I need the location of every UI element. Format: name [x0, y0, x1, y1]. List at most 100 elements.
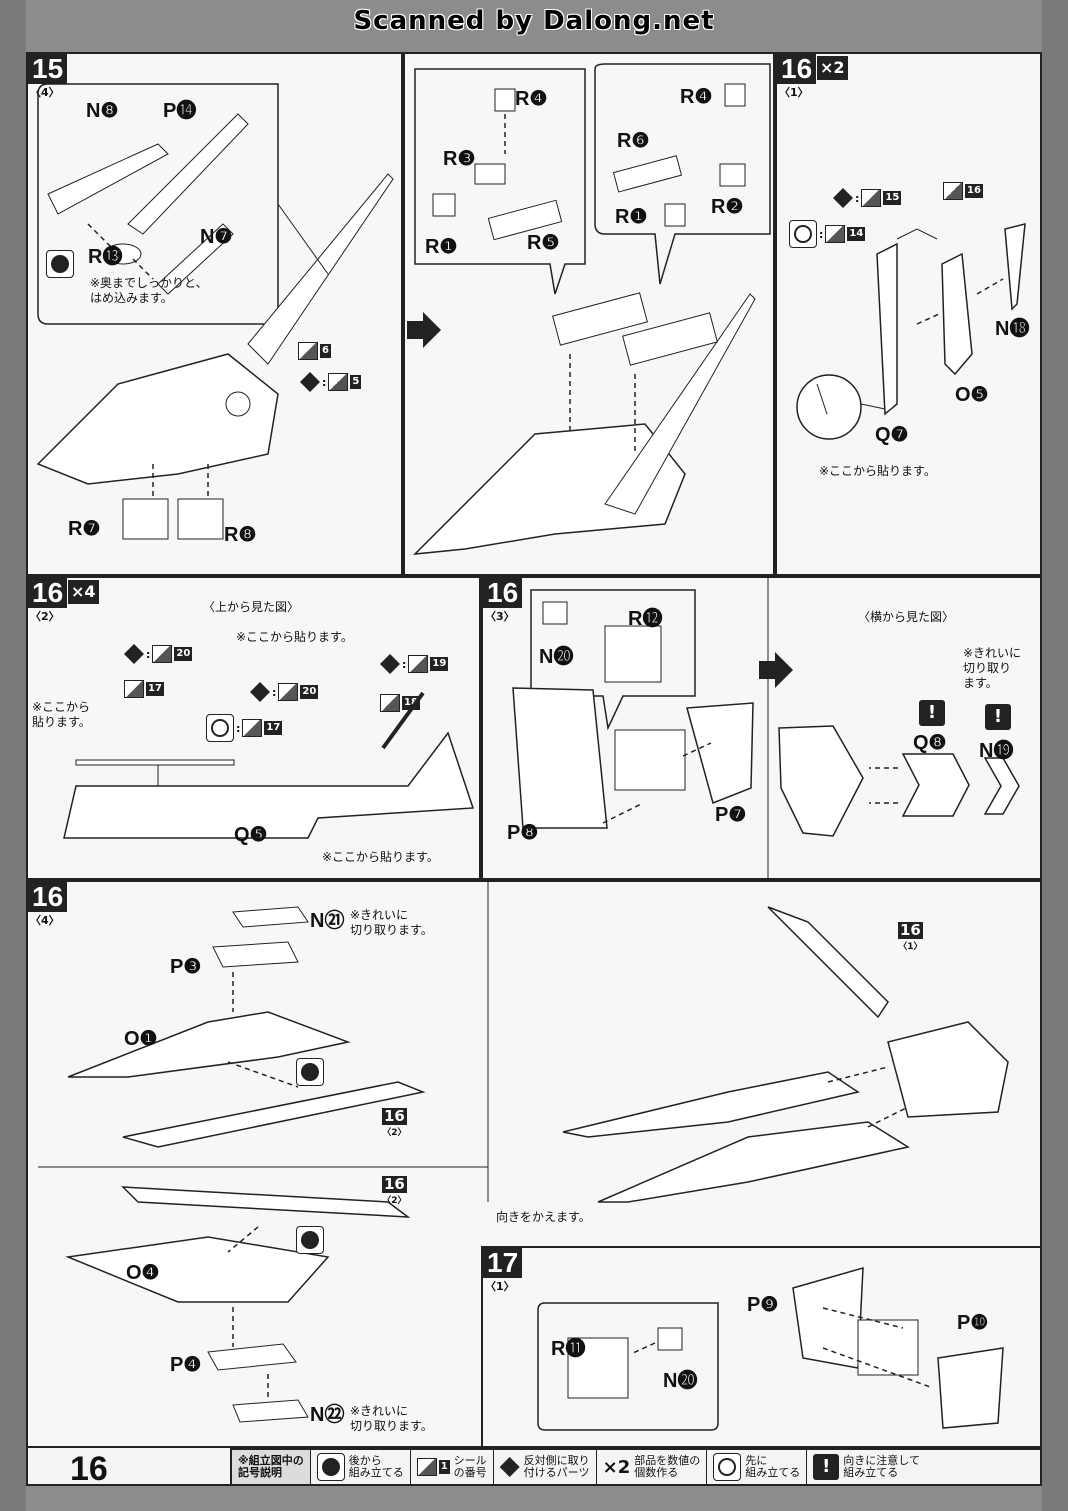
- sticker-icon: 1: [416, 1458, 450, 1476]
- part-label: R❻: [617, 130, 650, 152]
- sticker-ref-flip: :15: [833, 188, 902, 208]
- step-16-1-panel: 16 ×2 〈1〉 :15 16 :14 N⓲ O❺ Q❼ ※ここから貼ります。: [775, 52, 1042, 576]
- step-16-2-drawing: [63, 691, 475, 839]
- part-label: Q❺: [234, 824, 268, 846]
- next-arrow-icon: [407, 312, 441, 348]
- part-label: P❼: [715, 804, 747, 826]
- warning-icon: !: [919, 700, 945, 726]
- part-label: O❺: [955, 384, 989, 406]
- sticker-ref-front: :17: [206, 714, 283, 742]
- assembly-note: ※ここから貼ります。: [322, 850, 439, 864]
- part-label: R❽: [224, 524, 257, 546]
- part-label: R⓫: [551, 1338, 586, 1360]
- multiply-badge: ×2: [817, 56, 848, 80]
- step-sub: 〈1〉: [779, 86, 809, 99]
- legend-head: ※組立図中の 記号説明: [232, 1450, 311, 1484]
- sticker-ref-flip: :19: [380, 654, 449, 674]
- part-label: N❽: [86, 100, 119, 122]
- step-ref: 16〈2〉: [382, 1107, 407, 1138]
- step-16-4-drawing: [38, 882, 1009, 1423]
- warning-icon: !: [813, 1454, 840, 1480]
- step-15b-drawing: [412, 63, 771, 555]
- step-15-4-panel: 15 〈4〉 N❽ P⓮ N❼ R⓭ ※奥までしっかりと、 はめ込みます。 6 …: [26, 52, 403, 576]
- part-label: N⓴: [539, 646, 574, 668]
- assembly-note: ※ここから貼ります。: [236, 630, 353, 644]
- view-note: 〈横から見た図〉: [858, 610, 955, 624]
- part-label: R❶: [425, 236, 458, 258]
- part-label: N⓴: [663, 1370, 698, 1392]
- legend-item: 1 シール の番号: [411, 1450, 494, 1484]
- step-16-3-drawing: [512, 578, 1020, 878]
- scan-credit: Scanned by Dalong.net: [353, 6, 715, 36]
- step-sub: 〈3〉: [485, 610, 515, 623]
- legend-item: ! 向きに注意して 組み立てる: [807, 1450, 926, 1484]
- part-label: P❾: [747, 1294, 779, 1316]
- back-assemble-icon: [296, 1226, 324, 1254]
- part-label: N㉒: [310, 1404, 345, 1426]
- part-label: N⓲: [995, 318, 1030, 340]
- step-number: 16: [777, 54, 817, 84]
- assembly-note: ※きれいに 切り取ります。: [350, 908, 433, 937]
- part-label: R❼: [68, 518, 101, 540]
- legend-item: 反対側に取り 付けるパーツ: [494, 1450, 597, 1484]
- turn-note: 向きをかえます。: [496, 1210, 591, 1224]
- step-16-2-panel: 16 ×4 〈2〉 〈上から見た図〉 ※ここから貼ります。 ※ここから 貼ります…: [26, 576, 481, 880]
- part-label: O❹: [126, 1262, 160, 1284]
- sticker-ref-flip: :20: [250, 682, 319, 702]
- part-label: Q❼: [875, 424, 909, 446]
- step-17-1-panel: 17 〈1〉 P❾ P❿ R⓫ N⓴: [481, 1246, 1042, 1448]
- assembly-note: ※きれいに 切り取り ます。: [963, 646, 1022, 690]
- assembly-note: ※奥までしっかりと、 はめ込みます。: [90, 276, 208, 305]
- warning-icon: !: [985, 704, 1011, 730]
- part-label: O❶: [124, 1028, 158, 1050]
- part-label: R⓭: [88, 246, 123, 268]
- step-sub: 〈1〉: [485, 1280, 515, 1293]
- back-assemble-icon: [296, 1058, 324, 1086]
- sticker-ref-front: :14: [789, 220, 866, 248]
- flip-icon: [499, 1457, 520, 1477]
- step-number: 15: [28, 54, 68, 84]
- next-arrow-icon: [759, 652, 793, 688]
- front-assemble-icon: [713, 1453, 742, 1481]
- assembly-note: ※ここから貼ります。: [819, 464, 936, 478]
- multiply-icon: ×2: [602, 1456, 631, 1478]
- page-number: 16: [70, 1450, 108, 1488]
- part-label: Q❽: [913, 732, 947, 754]
- back-assemble-icon: [316, 1453, 345, 1481]
- sticker-ref-flip: :5: [300, 372, 362, 392]
- part-label: P❸: [170, 956, 202, 978]
- sticker-ref: 17: [124, 680, 164, 698]
- symbol-legend: ※組立図中の 記号説明 後から 組み立てる 1 シール の番号 反対側に取り 付…: [230, 1448, 1042, 1486]
- part-label: R❸: [443, 148, 476, 170]
- part-label: P⓮: [163, 100, 197, 122]
- step-ref: 16〈2〉: [382, 1175, 407, 1206]
- legend-item: 先に 組み立てる: [707, 1450, 808, 1484]
- part-label: N⓳: [979, 740, 1014, 762]
- step-number: 16: [28, 882, 68, 912]
- sticker-ref-flip: :20: [124, 644, 193, 664]
- part-label: R⓬: [628, 608, 663, 630]
- step-sub: 〈2〉: [30, 610, 60, 623]
- assembly-note: ※きれいに 切り取ります。: [350, 1404, 433, 1433]
- step-15-4b-panel: R❹ R❸ R❶ R❺ R❹ R❻ R❶ R❷: [403, 52, 775, 576]
- step-number: 16: [483, 578, 523, 608]
- step-17-1-drawing: [537, 1266, 1004, 1431]
- sticker-ref: 16: [943, 182, 983, 200]
- right-margin: [1042, 0, 1068, 1511]
- legend-item: 後から 組み立てる: [311, 1450, 411, 1484]
- legend-item: ×2 部品を数値の 個数作る: [597, 1450, 708, 1484]
- part-label: R❹: [515, 88, 548, 110]
- back-assemble-icon: [46, 250, 74, 278]
- step-sub: 〈4〉: [30, 914, 60, 927]
- assembly-note: ※ここから 貼ります。: [32, 700, 91, 729]
- part-label: P❽: [507, 822, 539, 844]
- part-label: R❶: [615, 206, 648, 228]
- part-label: R❷: [711, 196, 744, 218]
- part-label: R❺: [527, 232, 560, 254]
- left-margin: [0, 0, 26, 1511]
- view-note: 〈上から見た図〉: [203, 600, 300, 614]
- multiply-badge: ×4: [68, 580, 99, 604]
- step-number: 16: [28, 578, 68, 608]
- part-label: P❿: [957, 1312, 989, 1334]
- step-ref: 16〈1〉: [898, 921, 923, 952]
